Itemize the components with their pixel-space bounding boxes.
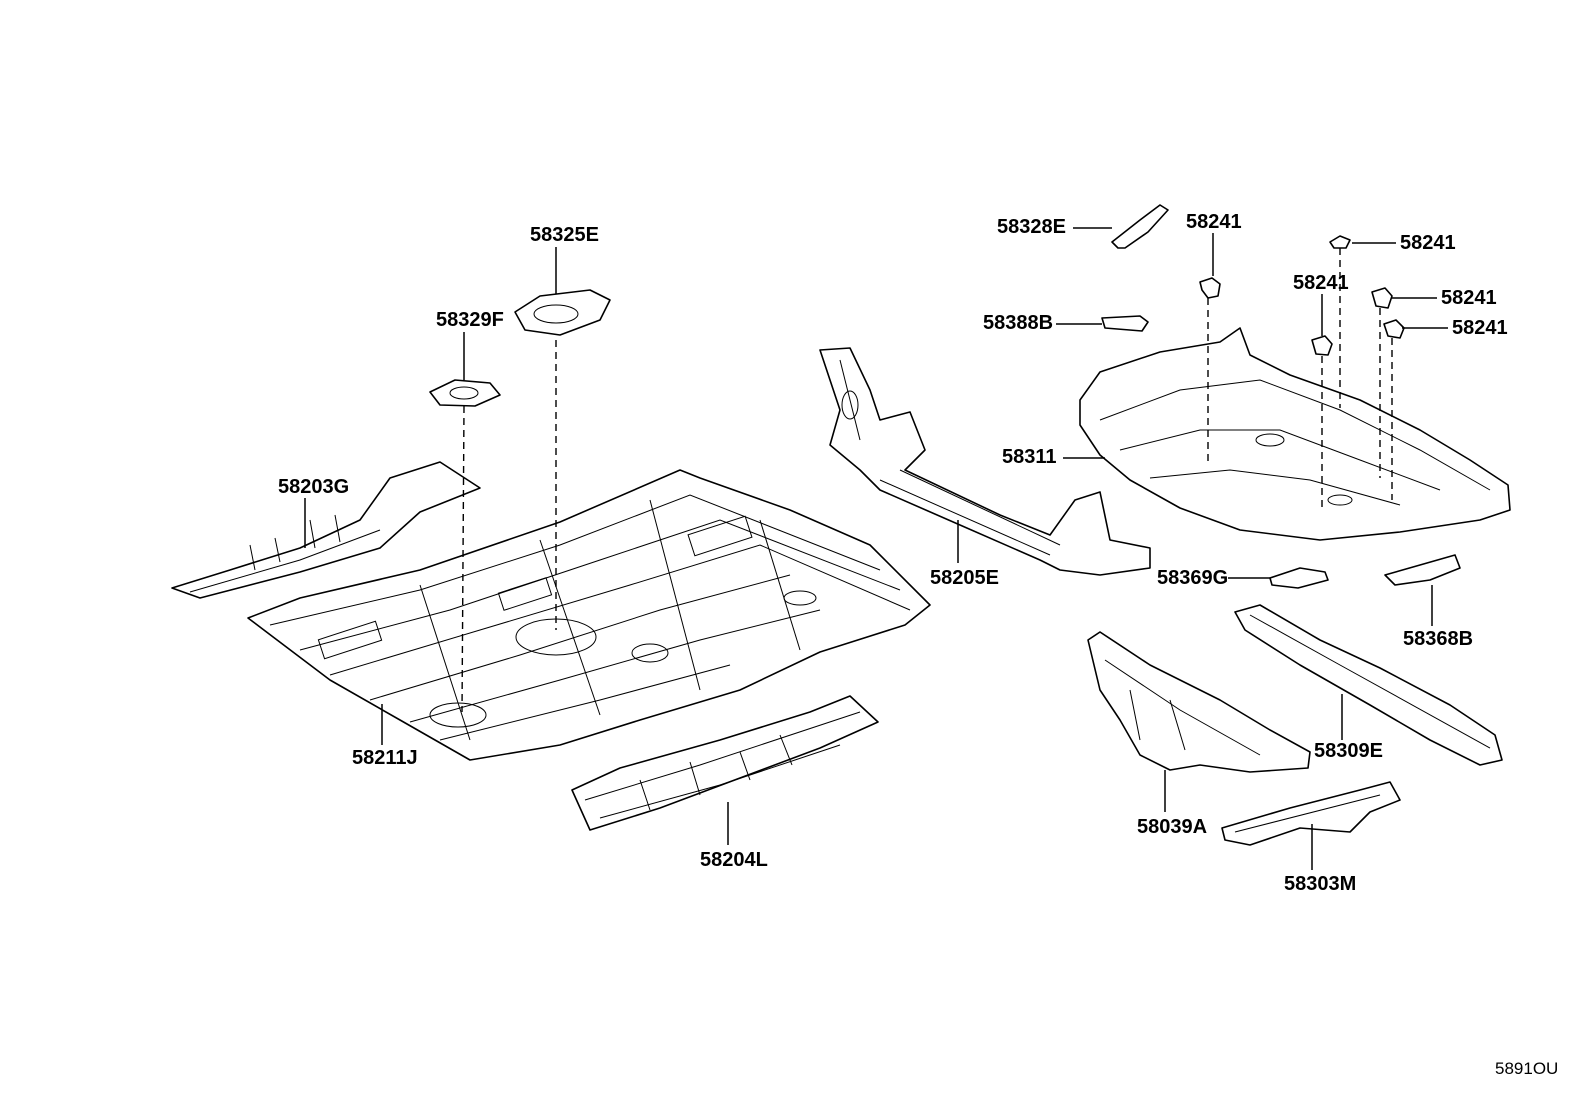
panel-58039A[interactable] [1087, 631, 1311, 773]
label-58039A: 58039A [1137, 816, 1207, 838]
plug-58329F[interactable] [429, 379, 501, 407]
label-58368B: 58368B [1403, 628, 1473, 650]
clip-58241-e[interactable] [1383, 319, 1405, 339]
clip-58241-a[interactable] [1199, 277, 1221, 299]
bracket-58369G[interactable] [1269, 567, 1329, 589]
label-58309E: 58309E [1314, 740, 1383, 762]
rail-58203G[interactable] [171, 461, 481, 599]
part-labels: 58325E 58329F 58203G 58211J 58204L 58205… [278, 211, 1508, 895]
label-58205E: 58205E [930, 567, 999, 589]
label-58311: 58311 [1002, 446, 1057, 468]
leader-lines [304, 227, 1448, 870]
bracket-58328E[interactable] [1111, 204, 1169, 249]
floor-pan-58211J[interactable] [247, 469, 931, 761]
label-58241-d: 58241 [1441, 287, 1497, 309]
label-58241-b: 58241 [1400, 232, 1456, 254]
label-58329F: 58329F [436, 309, 504, 331]
bracket-58368B[interactable] [1384, 554, 1461, 586]
label-58204L: 58204L [700, 849, 768, 871]
label-58369G: 58369G [1157, 567, 1228, 589]
label-58241-a: 58241 [1186, 211, 1242, 233]
crossmember-58205E[interactable] [819, 347, 1151, 576]
label-58211J: 58211J [352, 747, 418, 769]
rail-58303M[interactable] [1221, 781, 1401, 846]
label-58303M: 58303M [1284, 873, 1356, 895]
label-58325E: 58325E [530, 224, 599, 246]
rear-pan-58311[interactable] [1079, 327, 1511, 541]
label-58241-c: 58241 [1293, 272, 1349, 294]
cover-58325E[interactable] [514, 289, 611, 336]
assembly-lines [461, 248, 1393, 713]
clip-58241-c[interactable] [1311, 335, 1333, 356]
bracket-58388B[interactable] [1101, 315, 1149, 332]
label-58203G: 58203G [278, 476, 349, 498]
rail-58309E[interactable] [1234, 604, 1503, 766]
sill-58204L[interactable] [571, 695, 879, 831]
label-58328E: 58328E [997, 216, 1066, 238]
reference-code: 5891OU [1495, 1059, 1558, 1078]
label-58388B: 58388B [983, 312, 1053, 334]
clip-58241-d[interactable] [1371, 287, 1393, 309]
clip-58241-b[interactable] [1329, 235, 1351, 249]
label-58241-e: 58241 [1452, 317, 1508, 339]
